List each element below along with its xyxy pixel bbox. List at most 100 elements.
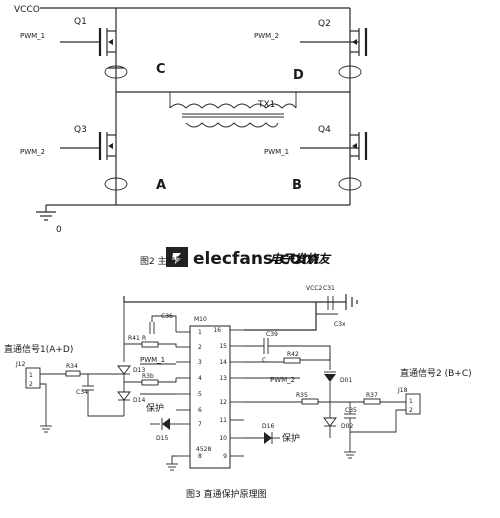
- q4-mosfet: Q4 PWM_1: [264, 92, 368, 205]
- right-signal-label: 直通信号2 (B+C): [400, 367, 472, 379]
- pin-4: 4: [198, 375, 202, 382]
- vcco-label: VCCO: [14, 5, 40, 15]
- pin-9: 9: [223, 453, 227, 460]
- d15-label: D15: [156, 435, 168, 442]
- brand-text: elecfans.com: [193, 249, 319, 269]
- ground-label: 0: [56, 225, 62, 235]
- node-a-label: A: [156, 178, 166, 193]
- transformer-tx1: TX1: [169, 92, 297, 128]
- q2-gate-label: PWM_2: [254, 32, 279, 40]
- c35-label: C35: [345, 407, 357, 414]
- d16-protect-right: D16 保护: [244, 423, 300, 444]
- protect-left-label: 保护: [146, 402, 164, 414]
- figure-3-caption: 图3 直通保护原理图: [186, 488, 267, 500]
- j12-label: J12: [15, 361, 26, 368]
- c-small-label: C: [262, 357, 266, 364]
- pin-7: 7: [198, 421, 202, 428]
- j18-pin-2: 2: [409, 407, 413, 414]
- pin-14: 14: [219, 359, 227, 366]
- right-connector-j18: R37 直通信号2 (B+C) J18 1 2: [350, 367, 472, 433]
- d02-diode: D02: [323, 402, 353, 438]
- ground-symbol: 0: [36, 205, 62, 235]
- r3b-label: R3b: [142, 373, 154, 380]
- pin-12: 12: [219, 399, 227, 406]
- ic-4528-body: [189, 325, 231, 469]
- d14-diode: D14: [117, 374, 145, 416]
- c36-network: C36 R: [142, 313, 177, 342]
- c36-label: C36: [161, 313, 173, 320]
- r37-label: R37: [366, 392, 378, 399]
- pin-6: 6: [198, 407, 202, 414]
- chip-part-label: 4528: [196, 446, 211, 453]
- ic-right-pins: 16 15 14 13 12 11 10 9: [213, 327, 244, 460]
- pin-13: 13: [219, 375, 227, 382]
- c31-label: C31: [323, 285, 335, 292]
- pin-5: 5: [198, 391, 202, 398]
- r42-label: R42: [287, 351, 299, 358]
- c3x-label: C3x: [334, 321, 346, 328]
- c34-label: C34: [76, 389, 88, 396]
- q1-label: Q1: [74, 17, 87, 27]
- ic-left-pins: 1 2 3 4 5 6 7 8: [176, 329, 202, 460]
- pwm-left-label: PWM_1: [140, 356, 165, 364]
- pin-11: 11: [219, 417, 227, 424]
- c39-label: C39: [266, 331, 278, 338]
- vcc2-label: VCC2: [306, 285, 322, 292]
- node-b-label: B: [292, 178, 302, 193]
- q4-gate-label: PWM_1: [264, 148, 289, 156]
- pin-1: 1: [198, 329, 202, 336]
- sense-loop-d: D: [293, 65, 362, 83]
- sense-loop-c: C: [104, 62, 166, 79]
- sense-loop-a: A: [104, 177, 166, 193]
- j12-pin-1: 1: [29, 372, 33, 379]
- d13-label: D13: [133, 367, 145, 374]
- d01-label: D01: [340, 377, 352, 384]
- elecfans-logo: [166, 247, 188, 267]
- tx1-label: TX1: [257, 100, 275, 110]
- d01-diode: D01: [324, 346, 352, 402]
- d14-label: D14: [133, 397, 145, 404]
- q3-mosfet: Q3 PWM_2: [20, 92, 117, 205]
- d02-label: D02: [341, 423, 353, 430]
- protect-right-label: 保护: [282, 432, 300, 444]
- pin-10: 10: [219, 435, 227, 442]
- q1-gate-label: PWM_1: [20, 32, 45, 40]
- q2-mosfet: Q2 PWM_2: [254, 19, 368, 92]
- brand-cn-text: 电子发烧友: [270, 252, 332, 266]
- sense-loop-b: B: [292, 177, 362, 193]
- r35-resistor: R35: [244, 392, 364, 405]
- j18-pin-1: 1: [409, 398, 413, 405]
- r41-resistor: R41 PWM_1: [124, 335, 177, 365]
- pin-2: 2: [198, 344, 202, 351]
- q4-label: Q4: [318, 125, 331, 135]
- node-d-label: D: [293, 68, 304, 83]
- left-connector-j12: 直通信号1(A+D) J12 1 2 R34 C34: [4, 343, 124, 433]
- figure-2-caption: 图2 主电路: [140, 255, 185, 267]
- h-bridge-circuit: VCCO Q1 PWM_1 Q2 PWM_2: [14, 5, 368, 235]
- j18-label: J18: [397, 387, 408, 394]
- r41-label: R41: [128, 335, 140, 342]
- pin-8: 8: [198, 453, 202, 460]
- d15-protect-left: 保护 D15: [146, 402, 178, 471]
- q3-gate-label: PWM_2: [20, 148, 45, 156]
- q3-label: Q3: [74, 125, 87, 135]
- left-signal-label: 直通信号1(A+D): [4, 343, 73, 355]
- r34-label: R34: [66, 363, 78, 370]
- q2-label: Q2: [318, 19, 331, 29]
- r-small-label: R: [142, 335, 146, 342]
- watermark: elecfans.com 电子发烧友 图2 主电路: [140, 247, 332, 269]
- pin-3: 3: [198, 359, 202, 366]
- c39-r42-network: C39 C R42 PWM_2: [244, 331, 331, 384]
- d16-label: D16: [262, 423, 274, 430]
- chip-ref-label: M10: [194, 316, 207, 323]
- c35-capacitor: C35: [344, 402, 357, 459]
- vcc2-rail: VCC2 C31 C3x: [123, 285, 358, 331]
- pwm-right-label: PWM_2: [270, 376, 295, 384]
- r3b-resistor: R3b: [124, 373, 177, 395]
- r35-label: R35: [296, 392, 308, 399]
- pin-15: 15: [219, 343, 227, 350]
- q1-mosfet: Q1 PWM_1: [20, 17, 117, 92]
- node-c-label: C: [156, 62, 166, 77]
